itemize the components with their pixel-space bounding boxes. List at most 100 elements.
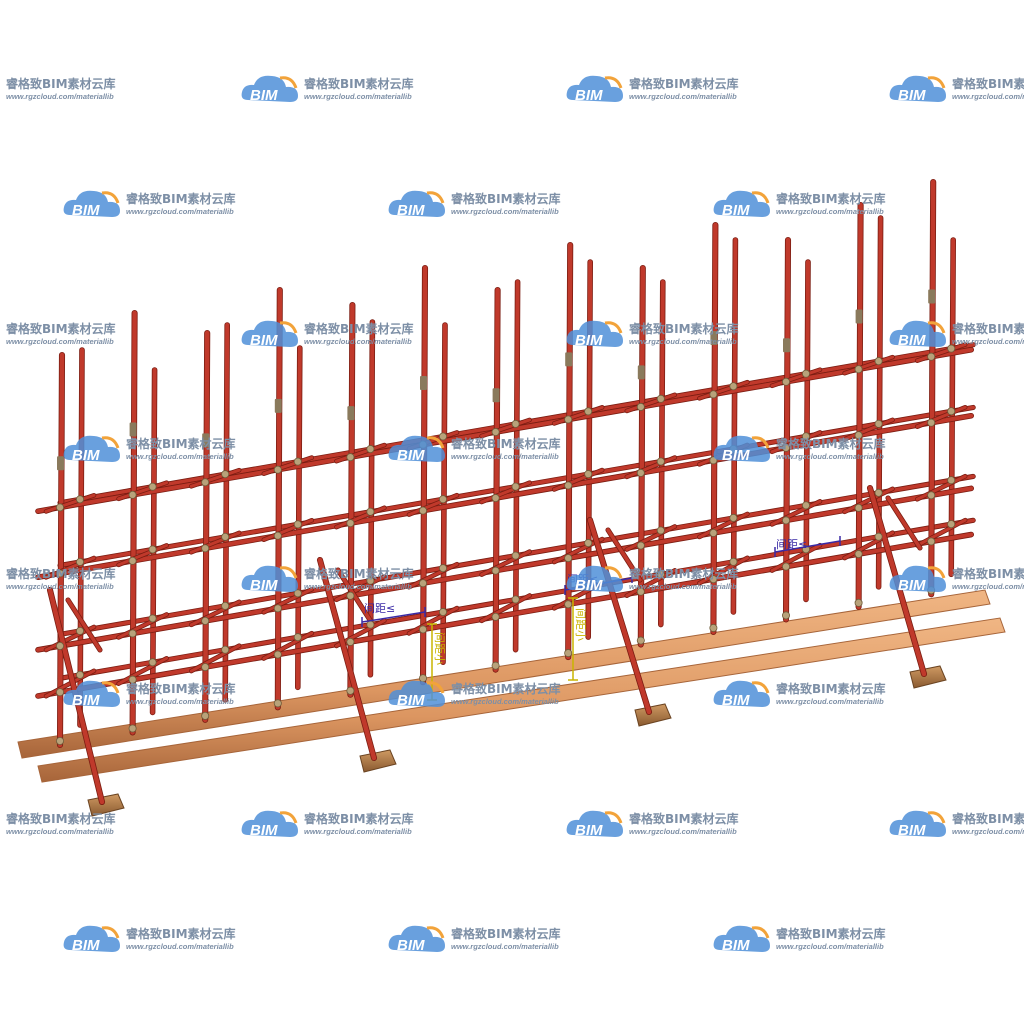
front-standard xyxy=(57,352,65,748)
coupler xyxy=(874,357,883,366)
transom xyxy=(843,487,895,514)
joint-sleeve xyxy=(855,309,863,324)
coupler xyxy=(491,494,500,503)
joint-sleeve xyxy=(710,330,718,345)
coupler xyxy=(782,443,791,452)
front-standard xyxy=(565,242,573,660)
joint-sleeve xyxy=(274,398,282,413)
coupler xyxy=(56,503,65,512)
transom xyxy=(770,368,822,388)
transom xyxy=(843,355,895,375)
coupler xyxy=(221,645,230,654)
coupler xyxy=(293,457,302,466)
coupler xyxy=(56,688,65,697)
dimension-label: 间距≤ xyxy=(567,573,598,586)
transom xyxy=(44,493,96,513)
coupler xyxy=(273,650,282,659)
joint-sleeve xyxy=(637,365,645,380)
transom xyxy=(262,587,314,614)
front-standard xyxy=(130,310,137,735)
front-scaffold-frame xyxy=(35,178,975,749)
transom xyxy=(189,644,241,673)
coupler xyxy=(947,407,956,416)
coupler xyxy=(273,604,282,613)
transom xyxy=(770,499,822,526)
transom xyxy=(407,493,459,517)
coupler xyxy=(76,557,85,566)
coupler xyxy=(709,575,718,584)
dimension-label: 间距小 xyxy=(574,608,587,641)
coupler xyxy=(201,616,210,625)
coupler xyxy=(366,576,375,585)
coupler xyxy=(128,629,137,638)
rear-standard xyxy=(150,368,157,715)
transom xyxy=(625,456,677,479)
joint-sleeve xyxy=(57,456,64,471)
coupler xyxy=(729,382,738,391)
dimension-label: 间距小 xyxy=(433,632,446,665)
coupler xyxy=(148,614,157,623)
transom xyxy=(552,405,604,425)
coupler xyxy=(656,570,665,579)
coupler xyxy=(947,520,956,529)
coupler xyxy=(128,556,137,565)
transom xyxy=(625,524,677,552)
coupler xyxy=(854,598,863,607)
rear-standard xyxy=(804,260,810,602)
coupler xyxy=(564,554,573,563)
coupler xyxy=(854,550,863,559)
coupler xyxy=(636,636,645,645)
coupler xyxy=(782,562,791,571)
joint-sleeve xyxy=(420,375,427,390)
rear-standard xyxy=(295,346,302,690)
dimension-line xyxy=(361,611,426,623)
rear-standard xyxy=(658,280,665,627)
coupler xyxy=(438,608,447,617)
transom xyxy=(552,468,604,491)
coupler xyxy=(802,369,811,378)
coupler xyxy=(636,541,645,550)
coupler xyxy=(148,545,157,554)
foot-block xyxy=(87,793,125,817)
coupler xyxy=(874,419,883,428)
coupler xyxy=(874,532,883,541)
transom xyxy=(915,518,967,547)
coupler xyxy=(366,620,375,629)
coupler xyxy=(656,457,665,466)
transom xyxy=(480,418,532,438)
transom xyxy=(44,556,96,579)
coupler xyxy=(874,488,883,497)
coupler xyxy=(273,465,282,474)
coupler xyxy=(491,566,500,575)
coupler xyxy=(293,520,302,529)
coupler xyxy=(636,468,645,477)
front-standard xyxy=(202,330,210,723)
transom xyxy=(697,512,749,539)
transom xyxy=(770,543,822,573)
coupler xyxy=(927,491,936,500)
coupler xyxy=(927,586,936,595)
coupler xyxy=(927,352,936,361)
coupler xyxy=(201,544,210,553)
coupler xyxy=(564,649,573,658)
coupler xyxy=(148,482,157,491)
transom xyxy=(334,506,386,529)
transom xyxy=(262,456,314,476)
coupler xyxy=(148,658,157,667)
foot-block xyxy=(359,749,397,773)
brace-foot-blocks xyxy=(87,665,947,817)
coupler xyxy=(782,516,791,525)
coupler xyxy=(729,513,738,522)
front-standard xyxy=(420,265,428,685)
coupler xyxy=(346,591,355,600)
base-plank-front xyxy=(37,617,1006,783)
coupler xyxy=(293,589,302,598)
brace-tie xyxy=(606,528,642,582)
coupler xyxy=(802,501,811,510)
joint-sleeve xyxy=(565,352,573,367)
rear-standard xyxy=(949,238,956,577)
coupler xyxy=(564,415,573,424)
coupler xyxy=(221,601,230,610)
coupler xyxy=(438,564,447,573)
